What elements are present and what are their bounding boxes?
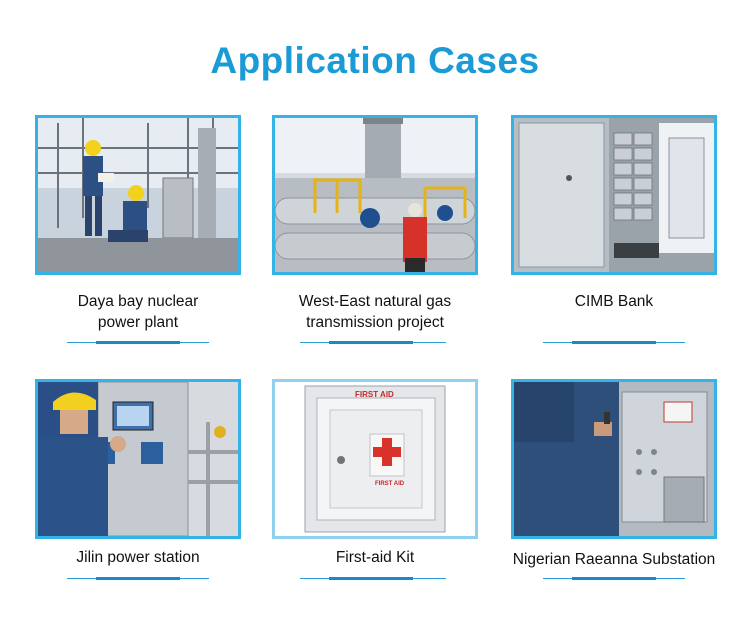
case-label-line: transmission project [306,314,444,331]
case-label-line: Nigerian Raeanna Substation [512,551,716,568]
nuclear-plant-workers-photo [35,115,241,275]
case-label-line: Jilin power station [76,549,200,566]
caption-underline [543,341,685,344]
first-aid-cabinet-photo: FIRST AID FIRST AID [272,379,478,539]
caption-underline [67,341,209,344]
power-station-control-panel-photo [35,379,241,539]
first-aid-sign: FIRST AID [355,390,394,399]
caption-underline [300,577,446,580]
gas-pipeline-worker-photo [272,115,478,275]
case-label-line: West-East natural gas [298,293,452,310]
bank-vault-safe-deposit-photo [511,115,717,275]
substation-operator-photo [511,379,717,539]
caption-underline [300,341,446,344]
case-label-line: Daya bay nuclear [77,293,199,310]
case-label-line: First-aid Kit [335,549,415,566]
first-aid-box-label: FIRST AID [375,481,405,487]
caption-underline [67,577,209,580]
case-label-line: power plant [97,314,179,331]
case-label-line: CIMB Bank [574,293,654,310]
page-title: Application Cases [210,40,540,81]
caption-underline [543,577,685,580]
